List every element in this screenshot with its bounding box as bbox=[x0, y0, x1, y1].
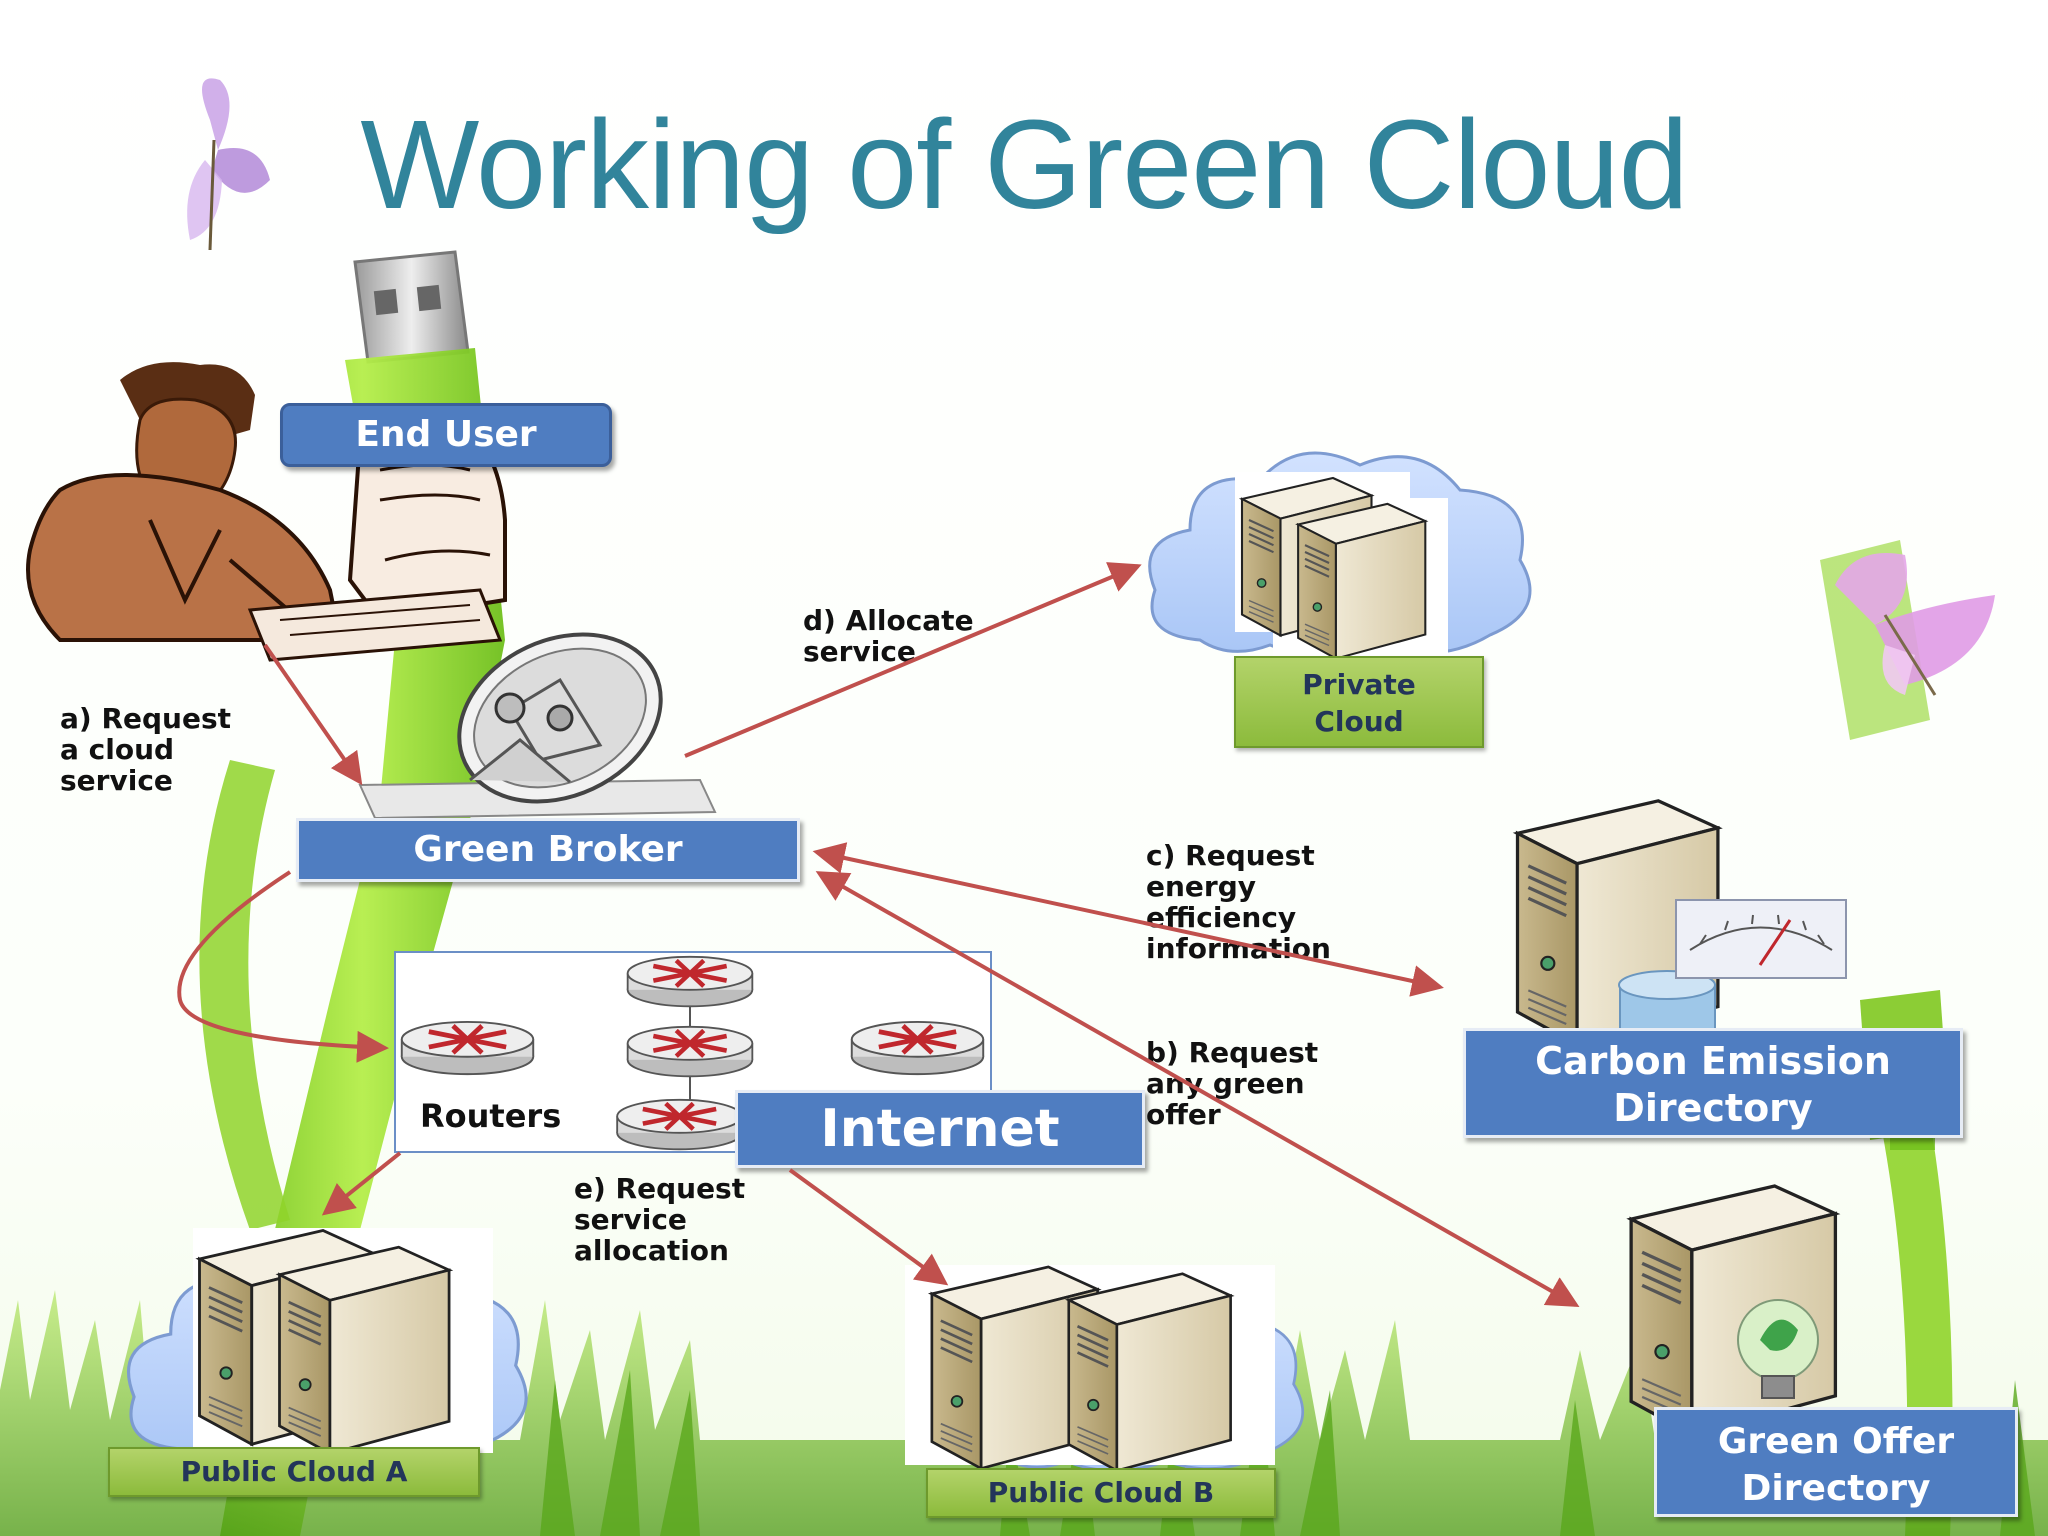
green-offer-label-line1: Green Offer bbox=[1717, 1421, 1955, 1462]
satellite-dish-icon bbox=[358, 632, 717, 820]
step-d-line2: service bbox=[803, 635, 916, 668]
step-a-line2: a cloud bbox=[60, 733, 175, 766]
step-e-line3: allocation bbox=[574, 1234, 729, 1267]
green-offer-directory-label: Green Offer Directory bbox=[1654, 1407, 2018, 1517]
page-title: Working of Green Cloud bbox=[360, 94, 1688, 235]
user-at-computer-icon bbox=[26, 362, 507, 662]
light-bulb-icon bbox=[1737, 1299, 1819, 1399]
arrow-d bbox=[684, 562, 1142, 758]
private-cloud-label-line2: Cloud bbox=[1314, 705, 1404, 738]
public-cloud-a-label: Public Cloud A bbox=[108, 1447, 480, 1497]
green-offer-server-icon bbox=[1631, 1186, 1835, 1434]
carbon-emission-directory-label: Carbon Emission Directory bbox=[1463, 1028, 1963, 1138]
arrow-broker-to-routers bbox=[177, 870, 389, 1063]
step-a-line3: service bbox=[60, 764, 173, 797]
butterfly-icon bbox=[1835, 553, 1995, 696]
arrow-c bbox=[812, 842, 1444, 997]
carbon-label-line2: Directory bbox=[1613, 1086, 1813, 1130]
public-cloud-b-label: Public Cloud B bbox=[926, 1468, 1276, 1518]
butterfly-icon bbox=[187, 78, 270, 251]
carbon-directory-server-icon bbox=[1518, 801, 1847, 1070]
arrow-a bbox=[263, 643, 363, 786]
carbon-label-line1: Carbon Emission bbox=[1535, 1039, 1891, 1083]
step-e-label: e) Request service allocation bbox=[574, 1173, 745, 1266]
step-e-line2: service bbox=[574, 1203, 687, 1236]
green-offer-label-line2: Directory bbox=[1741, 1468, 1931, 1509]
step-d-line1: d) Allocate bbox=[803, 604, 974, 637]
private-cloud-icon bbox=[1148, 451, 1532, 660]
private-cloud-label-line1: Private bbox=[1302, 668, 1416, 701]
meter-icon bbox=[1675, 899, 1847, 979]
arrow-b bbox=[815, 871, 1580, 1307]
arrow-to-public-cloud-a bbox=[321, 1151, 402, 1216]
private-cloud-label: Private Cloud bbox=[1234, 656, 1484, 748]
step-e-line1: e) Request bbox=[574, 1172, 746, 1205]
arrow-e bbox=[788, 1168, 949, 1286]
public-cloud-a-icon bbox=[129, 1228, 527, 1465]
step-d-label: d) Allocate service bbox=[803, 605, 974, 667]
routers-label: Routers bbox=[420, 1097, 562, 1135]
grass-icon bbox=[0, 1290, 2048, 1536]
green-broker-label: Green Broker bbox=[296, 818, 800, 882]
step-a-label: a) Request a cloud service bbox=[60, 703, 231, 796]
end-user-label: End User bbox=[280, 403, 612, 467]
step-a-line1: a) Request bbox=[60, 702, 232, 735]
